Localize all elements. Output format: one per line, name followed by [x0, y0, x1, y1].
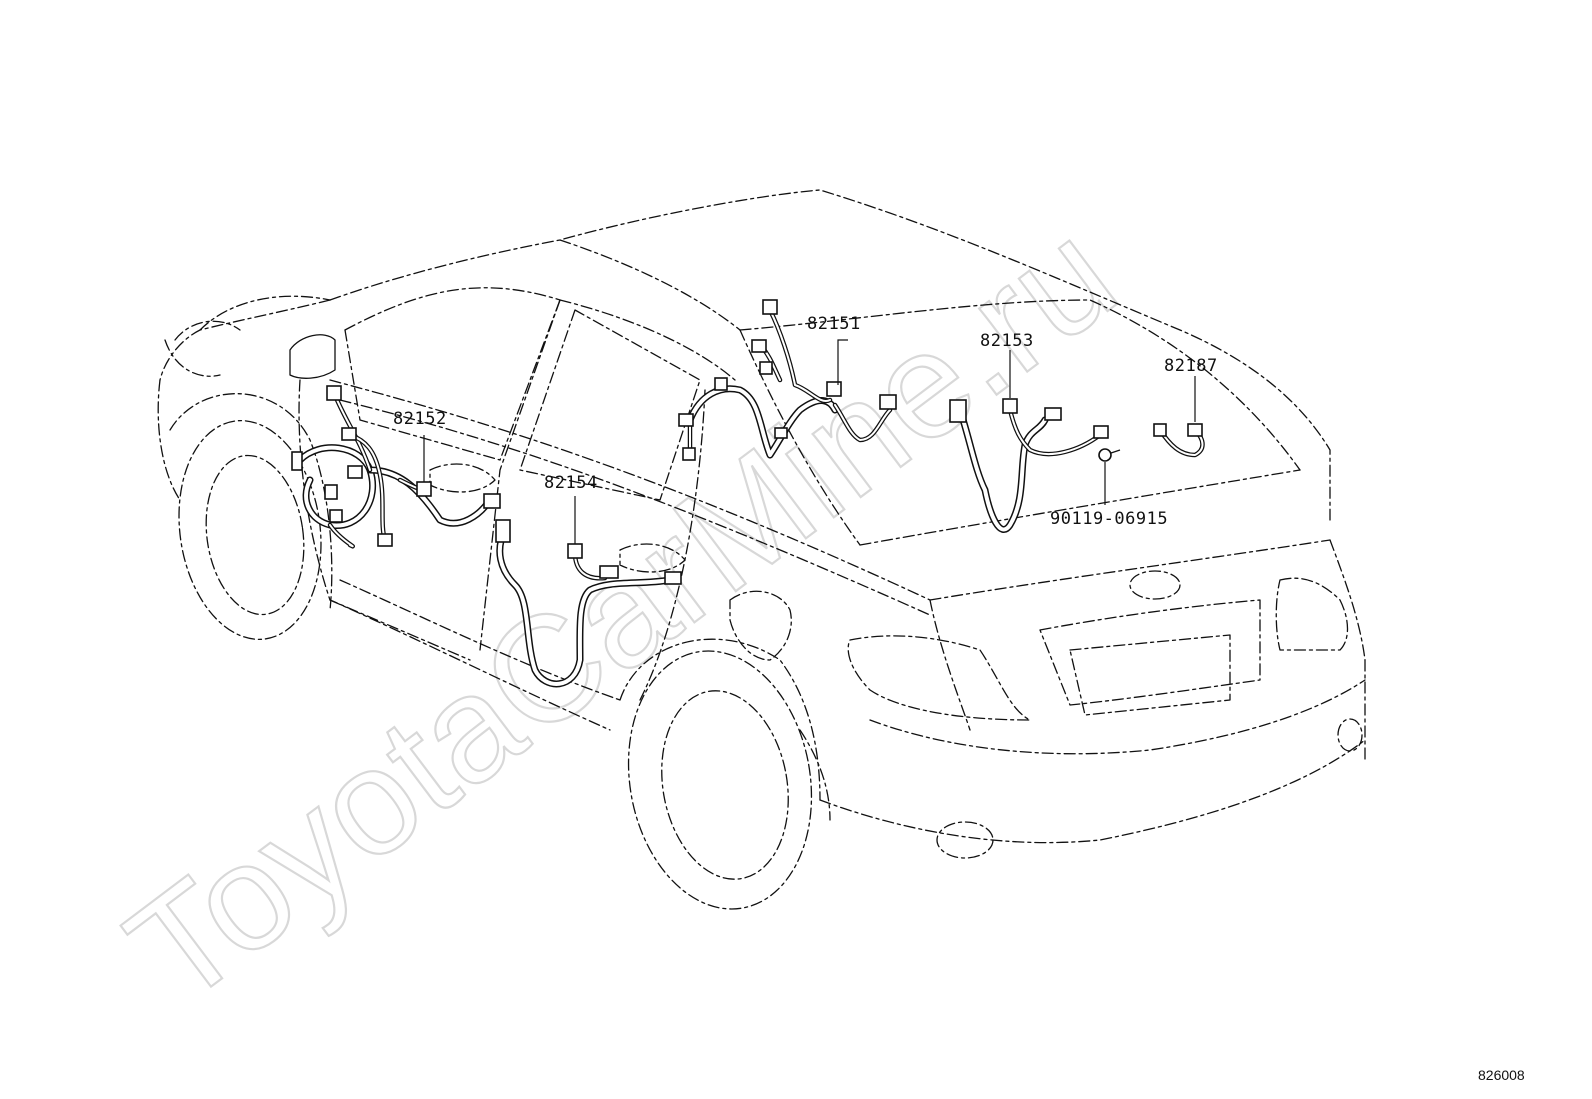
label-90119-06915: 90119-06915 [1050, 462, 1168, 529]
part-number-82154: 82154 [544, 473, 598, 493]
front-door-harness [291, 385, 501, 549]
label-82154: 82154 [544, 473, 598, 544]
part-number-82152: 82152 [393, 409, 447, 429]
label-82152: 82152 [393, 409, 447, 482]
license-lamp-harness [1153, 423, 1205, 458]
figure-code: 826008 [1478, 1067, 1525, 1083]
label-82187: 82187 [1164, 356, 1218, 422]
rear-door-harness [495, 519, 682, 688]
label-82151: 82151 [807, 314, 861, 385]
label-82153: 82153 [980, 331, 1034, 398]
part-number-82153: 82153 [980, 331, 1034, 351]
bolt-90119 [1098, 448, 1121, 462]
watermark-text: ToyotaCarMine.ru [98, 189, 1145, 1036]
part-number-90119-06915: 90119-06915 [1050, 509, 1168, 529]
roof-harness [678, 299, 897, 461]
part-number-82151: 82151 [807, 314, 861, 334]
trunk-harness [949, 398, 1109, 534]
part-number-82187: 82187 [1164, 356, 1218, 376]
